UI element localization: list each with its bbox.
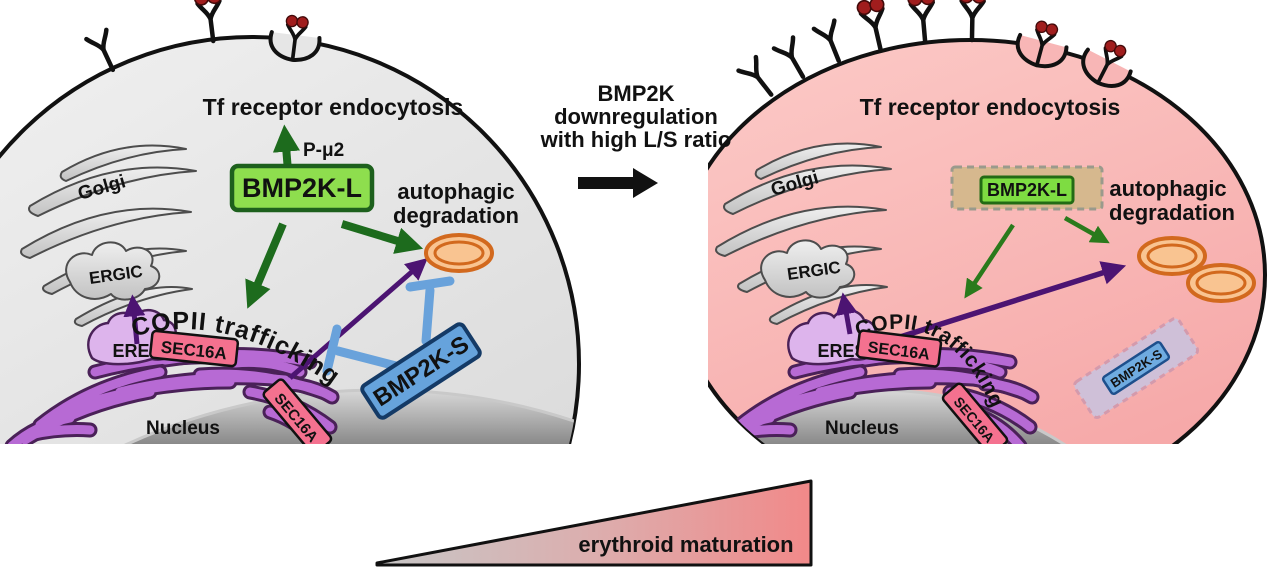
inhibition-shaft-autophagy [421,285,435,346]
transition-line-3: with high L/S ratio [540,127,732,152]
autophagic-label-1: autophagic [397,179,514,204]
nucleus-label: Nucleus [146,418,220,439]
eres-label: ERES [817,341,866,361]
copii-to-ergic-arrow [835,292,858,335]
bmp2k-s-dashed-box: BMP2K-S [1072,317,1200,419]
activation-arrow-copii [245,222,287,309]
tf-endocytosis-label: Tf receptor endocytosis [203,94,464,120]
activation-arrow-autophagy [1063,216,1110,244]
inhibition-shaft-copii [333,346,401,371]
autophagic-label-2: degradation [393,203,519,228]
inhibition-bar-autophagy-icon [405,276,455,292]
bmp2k-l-dashed-box: BMP2K-L [950,165,1104,211]
activation-arrow-autophagy [340,220,424,254]
transition-line-1: BMP2K [597,81,674,106]
bmp2k-l-label: BMP2K-L [987,180,1067,200]
bmp2k-l-box: BMP2K-L [229,163,375,213]
nucleus-label: Nucleus [825,418,899,439]
inhibition-bars [322,276,455,376]
eres-label: ERES [112,341,161,361]
maturation-legend: erythroid maturation [375,479,813,567]
transition-block: BMP2K downregulation with high L/S ratio [540,81,732,198]
copii-to-ergic-arrow [123,294,146,345]
bmp2k-l-label: BMP2K-L [242,173,362,203]
transition-line-2: downregulation [554,104,718,129]
activation-arrow-copii [964,223,1015,299]
tf-endocytosis-label: Tf receptor endocytosis [860,94,1121,120]
copii-to-autophagosome-arrow [877,261,1127,347]
autophagic-label-1: autophagic [1109,176,1226,201]
autophagic-label-2: degradation [1109,200,1235,225]
sec16a-tag-top: SEC16A [149,329,240,368]
right-cell: Tf receptor endocytosis BMP2K-L autophag… [708,0,1267,444]
copii-to-autophagosome-arrow [288,257,428,380]
inhibition-bar-copii-icon [322,324,342,376]
p-mu2-label: P-μ2 [303,140,344,161]
autophagosome-icon [424,233,494,273]
transition-arrow-icon [578,168,658,198]
maturation-label: erythroid maturation [578,532,793,557]
left-cell: Tf receptor endocytosis P-μ2 BMP2K-L aut… [0,0,581,444]
sec16a-tag-top: SEC16A [855,329,943,368]
autophagosome-icon [1186,263,1256,303]
maturation-gradient-triangle [375,479,813,567]
autophagosome-icon [1137,236,1207,276]
